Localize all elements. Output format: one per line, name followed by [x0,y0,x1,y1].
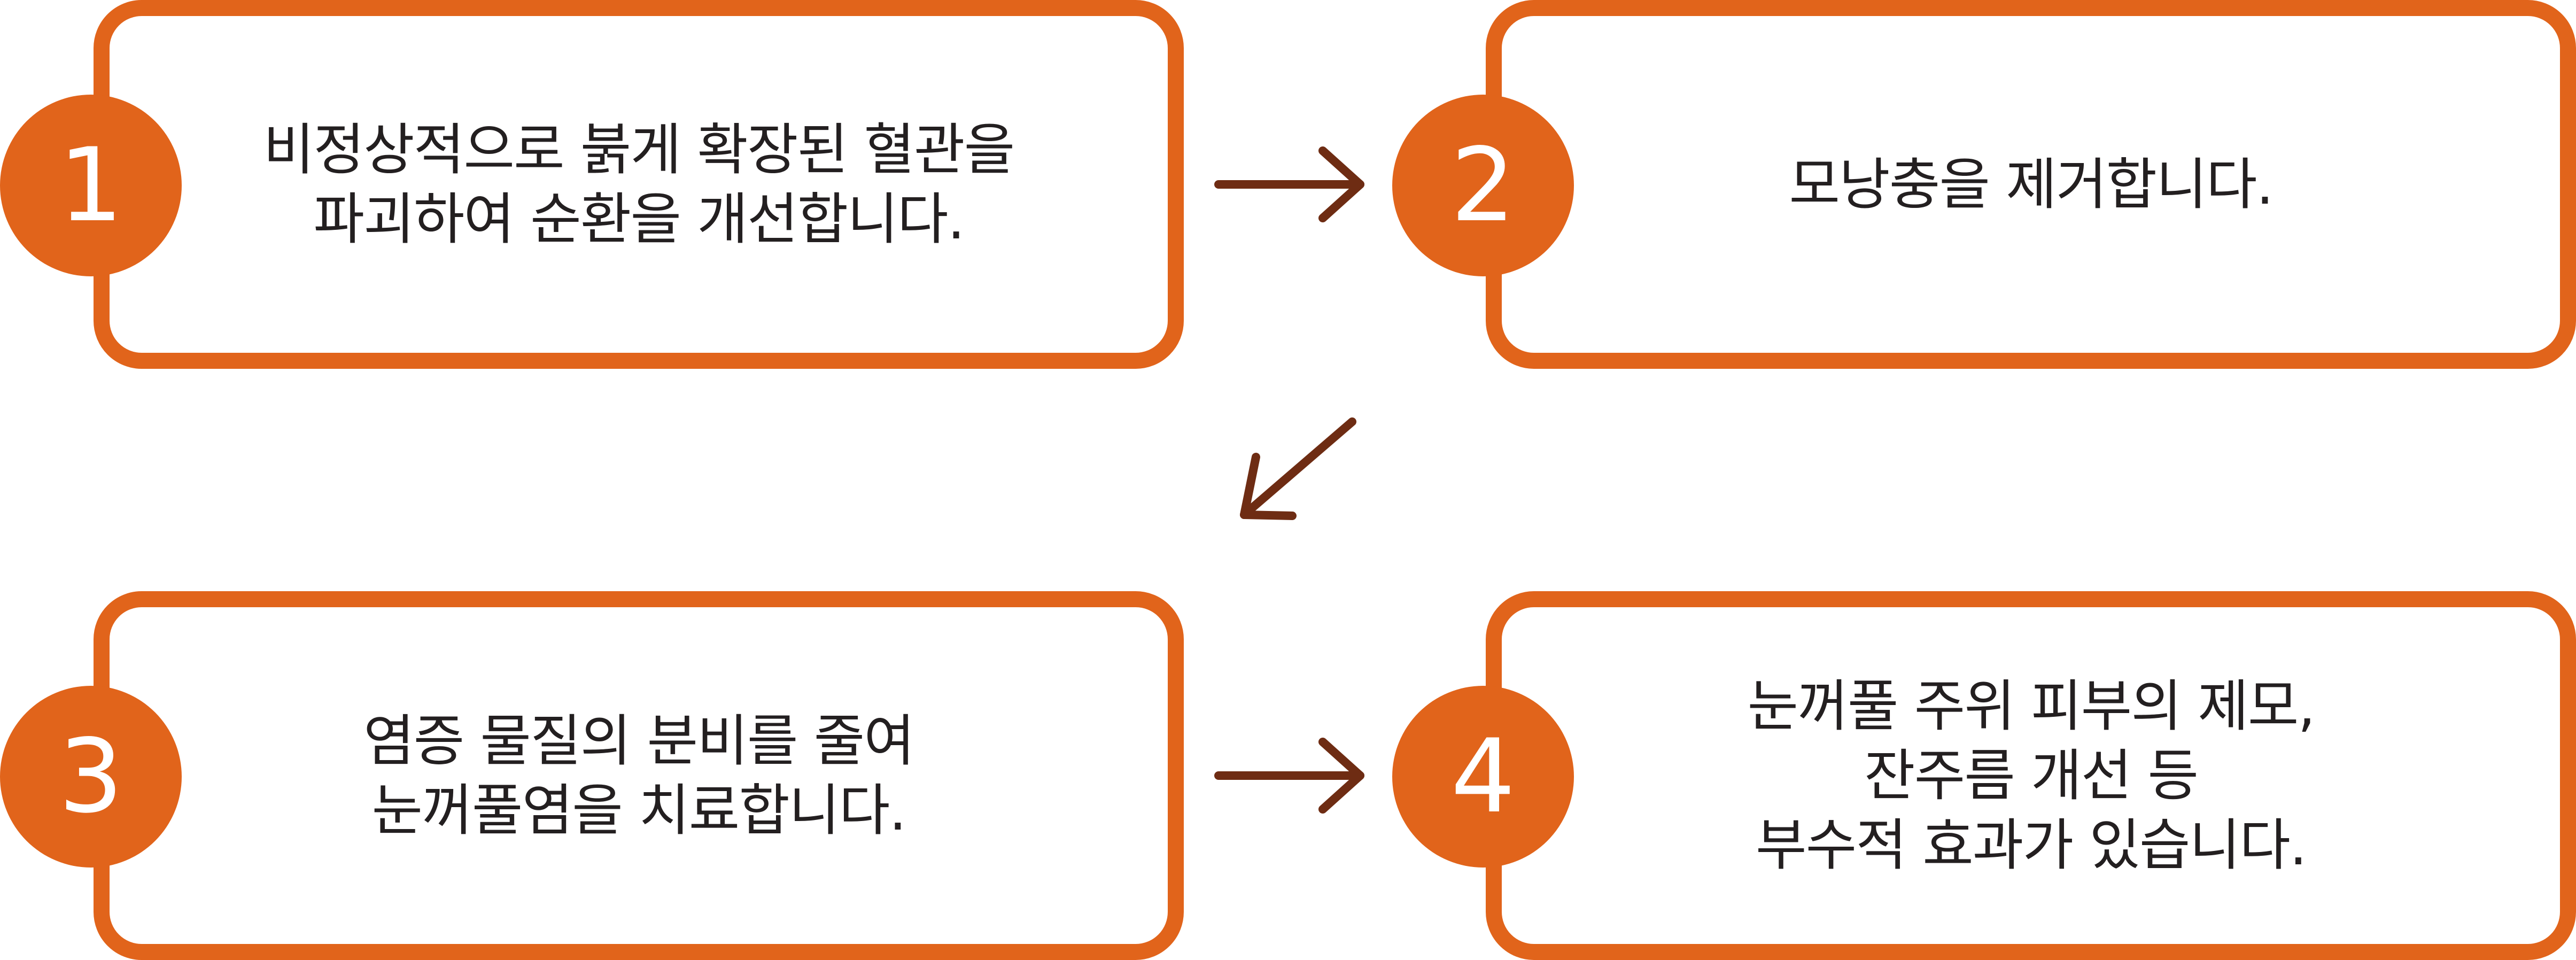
step-1-number-badge: 1 [0,95,182,276]
step-3-text: 염증 물질의 분비를 줄여 눈꺼풀염을 치료합니다. [110,607,1168,944]
step-4-line-2: 잔주름 개선 등 [1864,743,2199,808]
step-1-text: 비정상적으로 붉게 확장된 혈관을 파괴하여 순환을 개선합니다. [110,16,1168,353]
step-2-card: 모낭충을 제거합니다. [1486,0,2576,369]
step-4-line-1: 눈꺼풀 주위 피부의 제모, [1747,673,2315,739]
step-4-text: 눈꺼풀 주위 피부의 제모, 잔주름 개선 등 부수적 효과가 있습니다. [1502,607,2560,944]
step-4-number-badge: 4 [1392,686,1574,868]
step-4-card: 눈꺼풀 주위 피부의 제모, 잔주름 개선 등 부수적 효과가 있습니다. [1486,591,2576,960]
step-1-card: 비정상적으로 붉게 확장된 혈관을 파괴하여 순환을 개선합니다. [94,0,1184,369]
step-3-line-1: 염증 물질의 분비를 줄여 [363,708,915,773]
step-1-line-1: 비정상적으로 붉게 확장된 혈관을 [263,117,1015,182]
arrow-diagonal-2-to-3 [1240,417,1356,520]
step-3-number-badge: 3 [0,686,182,868]
step-2-line-1: 모낭충을 제거합니다. [1789,152,2274,217]
step-2-number-badge: 2 [1392,95,1574,276]
step-2-text: 모낭충을 제거합니다. [1502,16,2560,353]
step-3-card: 염증 물질의 분비를 줄여 눈꺼풀염을 치료합니다. [94,591,1184,960]
arrow-right-3-to-4 [1214,738,1364,814]
step-3-line-2: 눈꺼풀염을 치료합니다. [371,778,907,843]
arrow-right-1-to-2 [1214,146,1364,222]
step-4-line-3: 부수적 효과가 있습니다. [1756,812,2307,878]
step-1-line-2: 파괴하여 순환을 개선합니다. [313,187,965,252]
